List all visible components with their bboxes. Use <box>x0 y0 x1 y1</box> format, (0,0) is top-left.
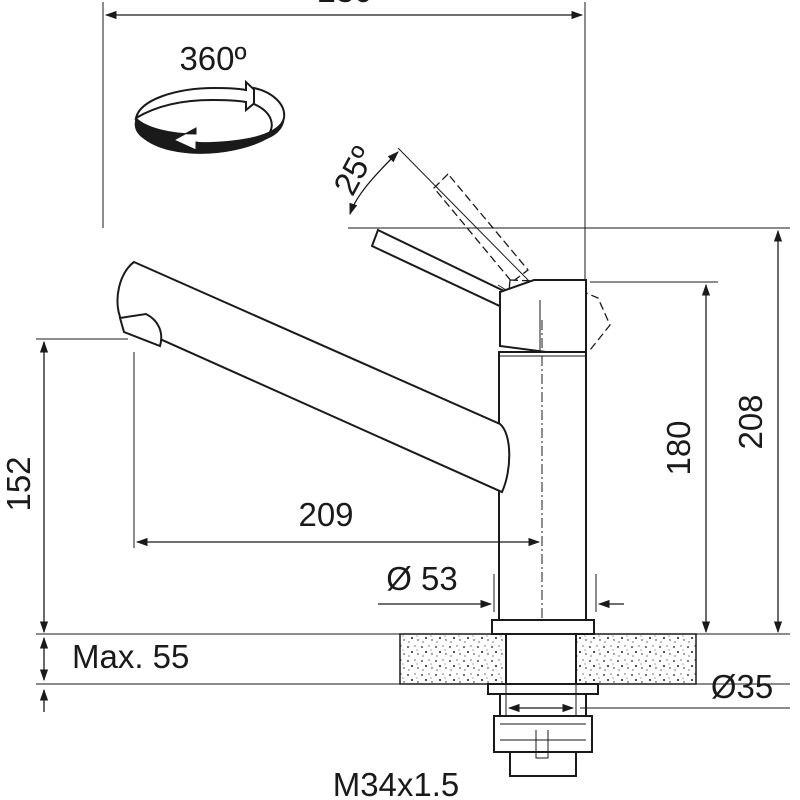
label-rotation: 360º <box>179 40 246 77</box>
dimension-height-total: 208 <box>348 227 790 634</box>
dimension-body-diameter: Ø 53 <box>378 560 624 612</box>
dimension-width-total: 280 <box>102 0 586 280</box>
dimension-hole-diameter: Ø35 <box>505 668 790 716</box>
label-height-spout: 152 <box>0 456 37 511</box>
label-height-body: 180 <box>660 420 697 475</box>
dimension-reach: 209 <box>133 352 541 548</box>
label-max-thickness: Max. 55 <box>72 638 189 675</box>
label-width-total: 280 <box>317 0 372 9</box>
label-hole-diameter: Ø35 <box>711 668 773 705</box>
lever-handle <box>370 228 587 353</box>
dimension-height-body: 180 <box>590 281 718 634</box>
label-height-total: 208 <box>732 394 769 449</box>
label-body-diameter: Ø 53 <box>386 560 458 597</box>
label-reach: 209 <box>298 496 353 533</box>
label-thread: M34x1.5 <box>333 766 460 800</box>
rotation-arrow-icon: 360º <box>134 40 286 154</box>
faucet-spout <box>116 260 511 494</box>
dimension-height-spout: 152 <box>0 338 128 634</box>
label-lever-angle: 25º <box>326 140 382 200</box>
dimension-max-thickness: Max. 55 <box>39 636 189 712</box>
